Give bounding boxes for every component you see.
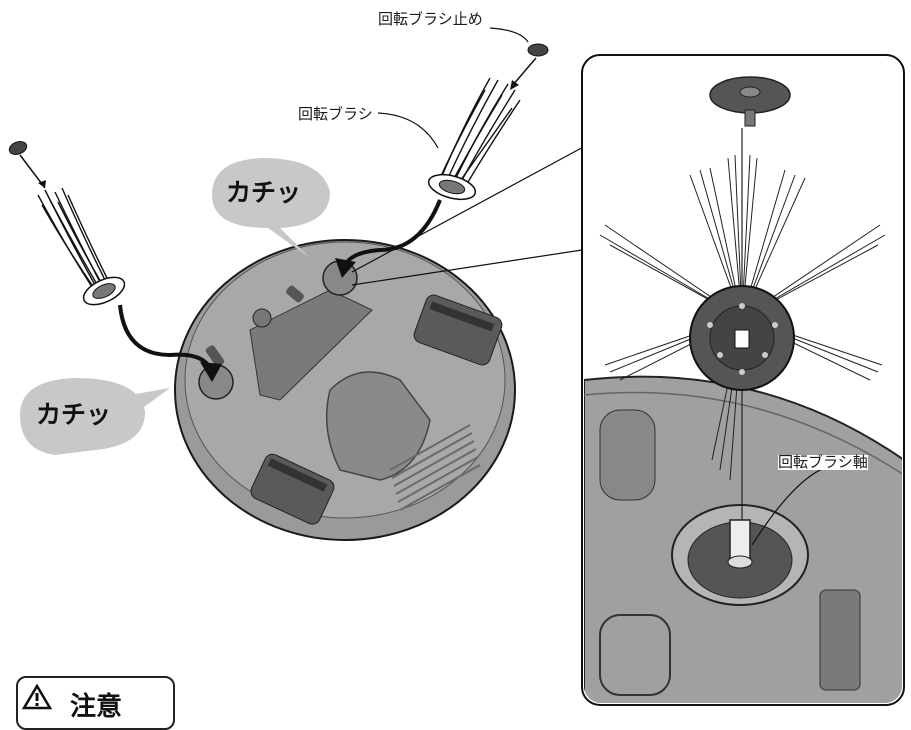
left-brush-stopper [8, 141, 28, 155]
right-brush-stopper [527, 43, 549, 57]
right-insertion-arrow [343, 199, 442, 267]
zoom-connector-top [351, 137, 601, 273]
brush-shaft-label: 回転ブラシ軸 [778, 453, 868, 471]
click-sound-right: カチッ [226, 178, 302, 207]
stopper-leader-line [489, 27, 529, 43]
zoom-connector-bottom [351, 249, 583, 286]
click-bubble-left [20, 378, 170, 455]
brush-stopper-label: 回転ブラシ止め [378, 10, 483, 28]
zoom-detail-panel [581, 54, 905, 706]
left-brush-assembly [8, 141, 126, 306]
warning-triangle-icon [22, 684, 52, 710]
click-sound-left: カチッ [36, 400, 112, 429]
right-brush-assembly [427, 43, 549, 201]
brush-label: 回転ブラシ [298, 105, 373, 123]
click-bubble-right [212, 158, 330, 258]
caution-label: 注意 [70, 692, 123, 722]
brush-leader-line [377, 112, 439, 149]
vent-grille [389, 424, 481, 511]
left-insertion-arrow [118, 304, 214, 373]
robot-vacuum-underside [174, 239, 516, 541]
left-wheel [250, 453, 335, 525]
brush-installation-diagram: 回転ブラシ止め 回転ブラシ 回転ブラシ軸 カチッ カチッ 注意 [8, 10, 905, 730]
right-wheel [413, 294, 503, 366]
diagram-canvas [8, 27, 905, 706]
brush-shaft [729, 519, 751, 561]
